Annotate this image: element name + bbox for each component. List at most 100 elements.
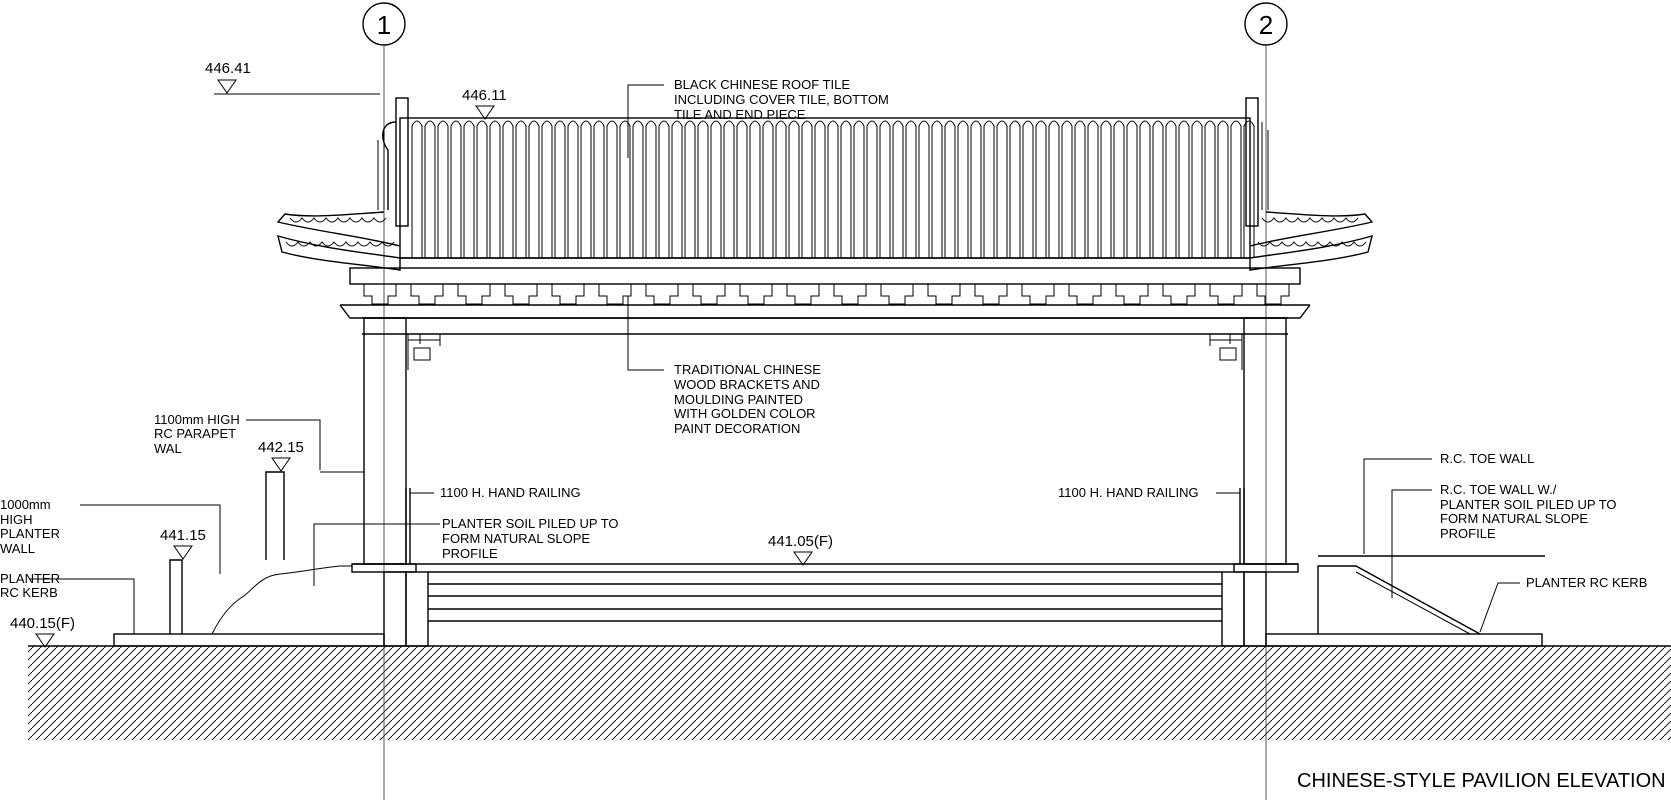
railing-right [1239, 488, 1245, 564]
note-roof-tile: BLACK CHINESE ROOF TILE INCLUDING COVER … [674, 77, 889, 122]
note-railing-left: 1100 H. HAND RAILING [440, 485, 581, 500]
drawing-title: CHINESE-STYLE PAVILION ELEVATION [1297, 770, 1666, 792]
roof-tile-rib [437, 120, 449, 258]
roof-tile-rib [567, 120, 579, 258]
svg-text:MOULDING PAINTED: MOULDING PAINTED [674, 392, 803, 407]
roof-tile-rib [866, 120, 878, 258]
roof-tile-rib [1087, 120, 1099, 258]
roof-tile-field [399, 117, 1255, 259]
roof-tile-rib [788, 120, 800, 258]
wood-bracket [363, 284, 397, 305]
wood-bracket [1068, 284, 1102, 305]
roof-tile-rib [996, 120, 1008, 258]
roof-tile-rib [554, 120, 566, 258]
roof-tile-rib [424, 120, 436, 258]
svg-text:1100 H. HAND RAILING: 1100 H. HAND RAILING [1058, 485, 1199, 500]
level-roof-ridge: 446.11 [462, 87, 507, 104]
roof-tile-rib [1178, 120, 1190, 258]
railing-left [405, 488, 411, 564]
svg-text:WITH GOLDEN COLOR: WITH GOLDEN COLOR [674, 406, 816, 421]
wood-bracket [551, 284, 585, 305]
roof-tile-rib [658, 120, 670, 258]
wood-bracket [645, 284, 679, 305]
level-floor: 441.05(F) [768, 533, 833, 550]
roof-tile-rib [632, 120, 644, 258]
level-marker-ground: 440.15(F) [10, 615, 75, 648]
svg-text:TRADITIONAL CHINESE: TRADITIONAL CHINESE [674, 362, 821, 377]
roof-tile-rib [528, 120, 540, 258]
note-planter-kerb-left: PLANTER RC KERB [0, 571, 60, 600]
roof-tile-rib [801, 120, 813, 258]
svg-text:WALL: WALL [0, 541, 35, 556]
column-right [1243, 317, 1287, 565]
svg-text:1100 H. HAND RAILING: 1100 H. HAND RAILING [440, 485, 581, 500]
roof-tile-rib [1061, 120, 1073, 258]
wood-bracket [974, 284, 1008, 305]
roof-tile-rib [879, 120, 891, 258]
roof-tile-rib [710, 120, 722, 258]
svg-text:R.C. TOE WALL W./: R.C. TOE WALL W./ [1440, 482, 1557, 497]
svg-text:RC PARAPET: RC PARAPET [154, 426, 236, 441]
wood-bracket [598, 284, 632, 305]
level-marker-parapet: 442.15 [258, 439, 304, 472]
roof-tile-rib [450, 120, 462, 258]
svg-text:PAINT DECORATION: PAINT DECORATION [674, 421, 800, 436]
roof-tile-rib [502, 120, 514, 258]
svg-text:FORM NATURAL SLOPE: FORM NATURAL SLOPE [442, 531, 590, 546]
wood-bracket [833, 284, 867, 305]
svg-text:FORM NATURAL SLOPE: FORM NATURAL SLOPE [1440, 511, 1588, 526]
roof-tile-rib [944, 120, 956, 258]
level-parapet-top: 442.15 [258, 439, 304, 456]
roof-tile-rib [476, 120, 488, 258]
level-marker-planter-wall: 441.15 [160, 527, 206, 560]
roof-tile-rib [983, 120, 995, 258]
roof-tile-rib [814, 120, 826, 258]
svg-text:1000mm: 1000mm [0, 497, 51, 512]
svg-text:PLANTER SOIL PILED UP TO: PLANTER SOIL PILED UP TO [442, 516, 619, 531]
roof-tile-rib [1100, 120, 1112, 258]
roof-tile-rib [645, 120, 657, 258]
roof-tile-rib [931, 120, 943, 258]
grid-bubble-2 [1244, 2, 1288, 46]
roof-tile-rib [580, 120, 592, 258]
roof-tile-rib [1113, 120, 1125, 258]
roof-tile-rib [1048, 120, 1060, 258]
grid-bubble-1-label: 1 [377, 10, 391, 40]
svg-text:HIGH: HIGH [0, 512, 33, 527]
wood-bracket [692, 284, 726, 305]
svg-text:PLANTER: PLANTER [0, 571, 60, 586]
level-marker-roof-ridge: 446.11 [462, 87, 507, 120]
roof-tile-rib [1191, 120, 1203, 258]
note-railing-right: 1100 H. HAND RAILING [1058, 485, 1199, 500]
wood-bracket [1021, 284, 1055, 305]
svg-text:1100mm HIGH: 1100mm HIGH [154, 412, 240, 427]
roof-tile-rib [1230, 120, 1242, 258]
wood-bracket [410, 284, 444, 305]
roof-tile-rib [762, 120, 774, 258]
svg-text:WAL: WAL [154, 441, 182, 456]
roof-tile-rib [619, 120, 631, 258]
roof-tile-rib [736, 120, 748, 258]
roof-tile-rib [1009, 120, 1021, 258]
roof-tile-rib [1217, 120, 1229, 258]
roof-tile-rib [541, 120, 553, 258]
wood-bracket [1115, 284, 1149, 305]
wood-bracket [880, 284, 914, 305]
svg-text:WOOD BRACKETS AND: WOOD BRACKETS AND [674, 377, 820, 392]
roof-tile-rib [1165, 120, 1177, 258]
svg-text:PLANTER RC KERB: PLANTER RC KERB [1526, 575, 1647, 590]
grid-bubble-1 [362, 2, 406, 46]
roof-tile-rib [1022, 120, 1034, 258]
note-toe-wall: R.C. TOE WALL [1440, 451, 1534, 466]
wood-bracket [786, 284, 820, 305]
roof-tile-rib [1152, 120, 1164, 258]
note-planter-wall: 1000mm HIGH PLANTER WALL [0, 497, 60, 556]
planter-right [1265, 555, 1545, 647]
roof-tile-rib [1035, 120, 1047, 258]
main-beam [362, 317, 1288, 335]
roof-gable-right [1245, 97, 1269, 227]
svg-text:BLACK CHINESE ROOF TILE: BLACK CHINESE ROOF TILE [674, 77, 850, 92]
svg-text:PLANTER SOIL PILED UP TO: PLANTER SOIL PILED UP TO [1440, 497, 1617, 512]
roof-tile-rib [775, 120, 787, 258]
